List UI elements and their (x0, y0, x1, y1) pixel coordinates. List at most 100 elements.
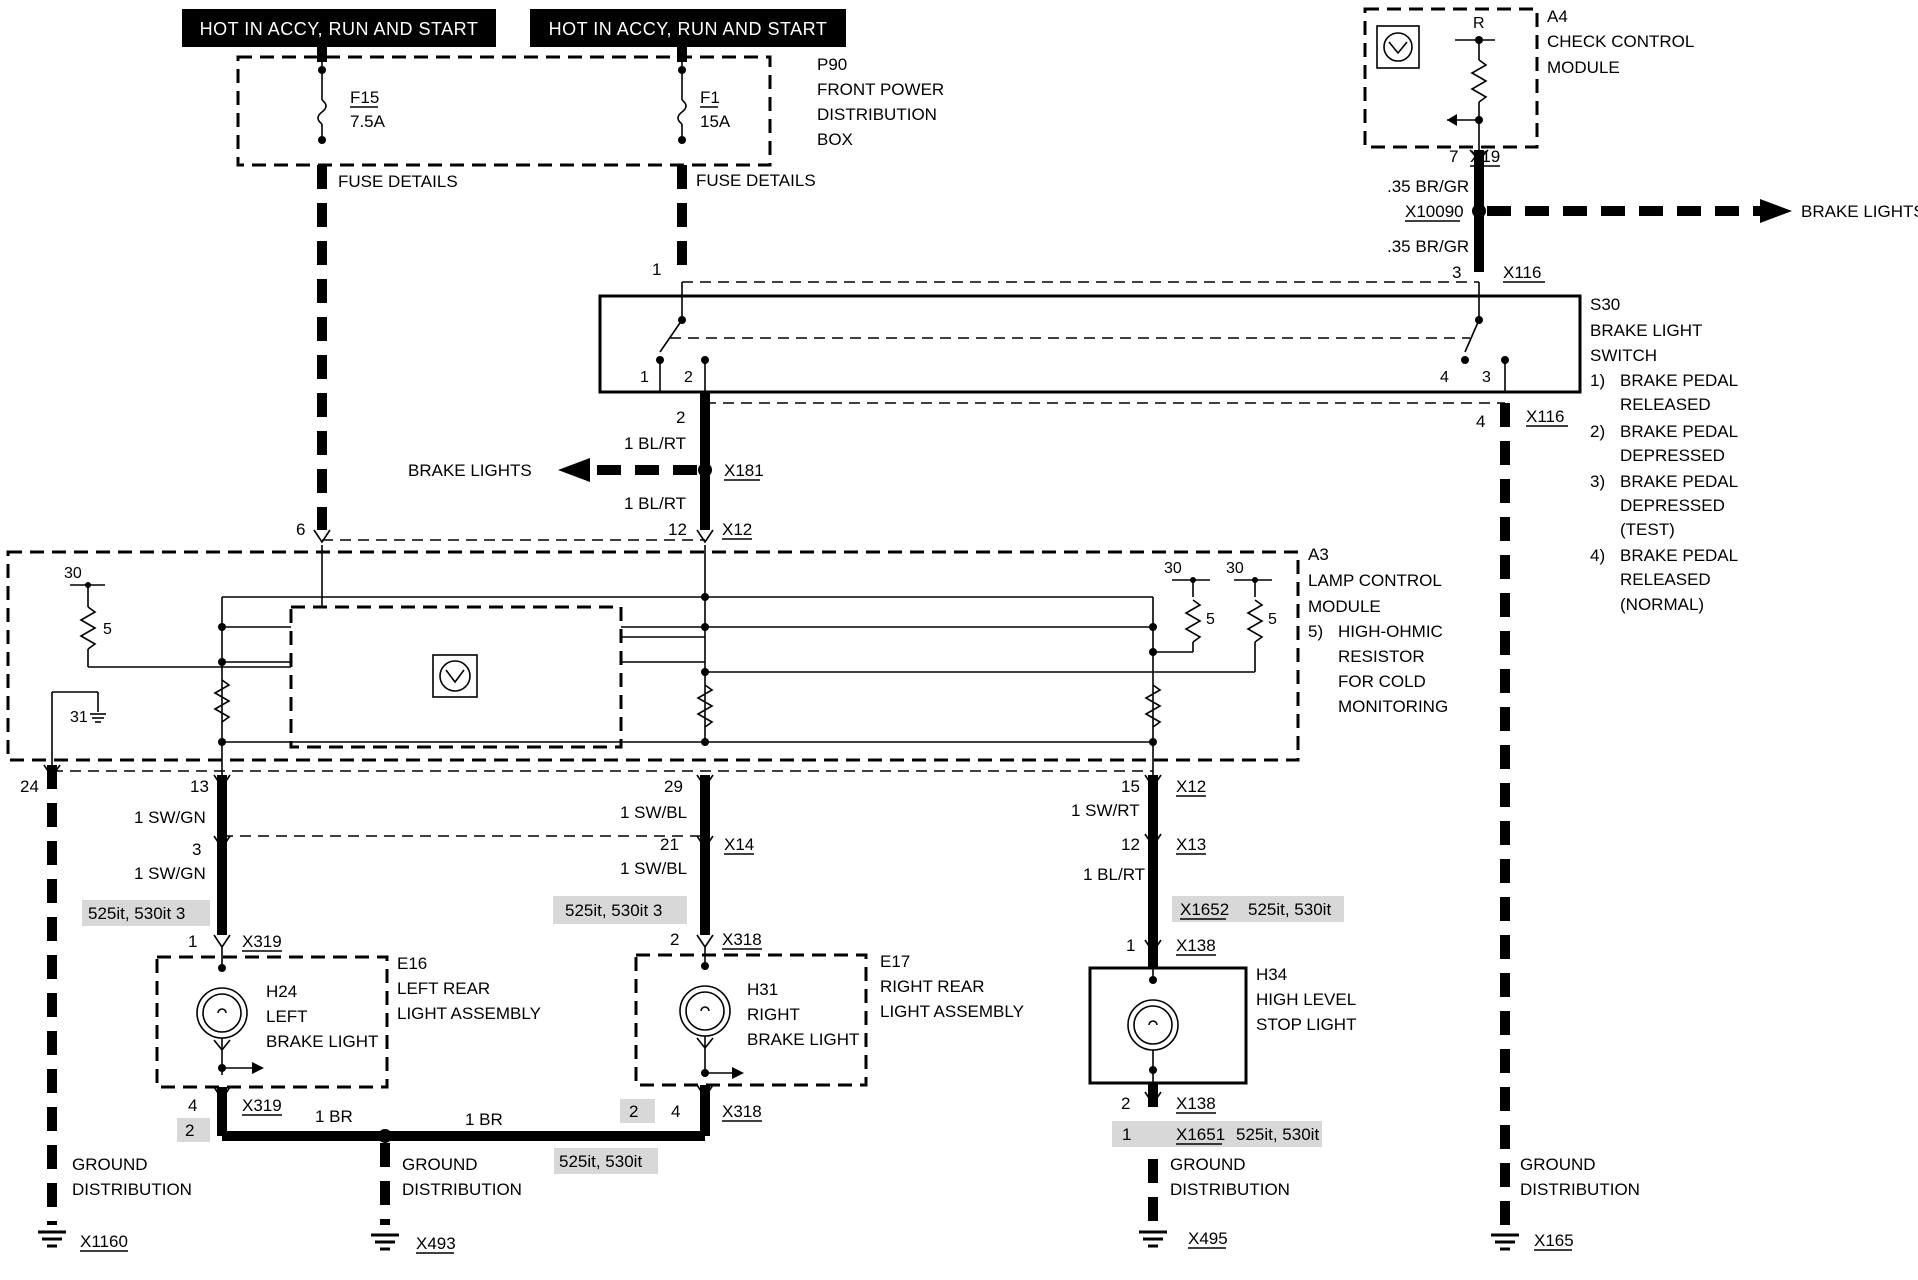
x10090-label: X10090 (1405, 202, 1464, 221)
col1-pin4: 4 (188, 1096, 197, 1115)
power-feed-right: HOT IN ACCY, RUN AND START (530, 9, 846, 47)
col2-x14: X14 (724, 835, 754, 854)
h34-high-level-stop-light: H34 HIGH LEVEL STOP LIGHT (1088, 965, 1356, 1085)
col2-x318-top: X318 (722, 930, 762, 949)
x116-bottom: X116 (1526, 407, 1564, 426)
col4-ground-2: DISTRIBUTION (1520, 1180, 1640, 1199)
s30-note-2-l1: BRAKE PEDAL (1620, 422, 1738, 441)
s30-brake-light-switch: 1 2 4 3 S30 BRAKE LIGHT SWITCH (598, 282, 1702, 394)
e16-name-2: LIGHT ASSEMBLY (397, 1004, 541, 1023)
mid-pin2: 2 (676, 408, 685, 427)
e17-h: H31 (747, 980, 778, 999)
col3-pin12: 12 (1121, 835, 1140, 854)
s30-pin4-out: 4 (1476, 412, 1485, 431)
hot-label-right: HOT IN ACCY, RUN AND START (549, 19, 828, 39)
col4-ground-1: GROUND (1520, 1155, 1596, 1174)
wire-35-brgr-1: .35 BR/GR (1387, 177, 1469, 196)
s30-note-1-l1: BRAKE PEDAL (1620, 371, 1738, 390)
mid-wire-2: 1 BL/RT (624, 494, 686, 513)
arrow-left-icon (558, 458, 590, 482)
col2-wire-1: 1 SW/BL (620, 803, 687, 822)
wire-35-brgr-2: .35 BR/GR (1387, 237, 1469, 256)
e16-code: E16 (397, 954, 427, 973)
a4-pin-r: R (1473, 15, 1485, 32)
s30-name-2: SWITCH (1590, 346, 1657, 365)
e17-right-rear-light-assembly: H31 RIGHT BRAKE LIGHT E17 RIGHT REAR LIG… (634, 947, 1024, 1087)
p90-name-2: DISTRIBUTION (817, 105, 937, 124)
splice-x181 (698, 463, 712, 477)
col1-pin1: 1 (188, 932, 197, 951)
s30-note-2-l2: DEPRESSED (1620, 446, 1725, 465)
s30-note-3-l1: BRAKE PEDAL (1620, 472, 1738, 491)
col1-shade: 525it, 530it 3 (88, 904, 185, 923)
a4-code: A4 (1547, 7, 1568, 26)
s30-note-4-l3: (NORMAL) (1620, 595, 1704, 614)
a3-note-num: 5) (1308, 622, 1323, 641)
ground-icon-x1160 (38, 1230, 66, 1248)
e16-left-rear-light-assembly: H24 LEFT BRAKE LIGHT E16 LEFT REAR LIGHT… (155, 947, 541, 1089)
e17-h-1: RIGHT (747, 1005, 800, 1024)
x116-top: X116 (1503, 263, 1541, 282)
s30-pin4: 4 (1440, 369, 1449, 386)
bus-ground-x: X493 (416, 1234, 456, 1253)
a3-note-4: MONITORING (1338, 697, 1448, 716)
a3-name-2: MODULE (1308, 597, 1381, 616)
a3-t31: 31 (70, 709, 88, 726)
splice-ground-x493 (378, 1129, 392, 1143)
a3-name-1: LAMP CONTROL (1308, 571, 1442, 590)
col3-pin1: 1 (1126, 936, 1135, 955)
a3-r5-a: 5 (1206, 611, 1215, 628)
a3-note-1: HIGH-OHMIC (1338, 622, 1443, 641)
col3-ground-2: DISTRIBUTION (1170, 1180, 1290, 1199)
col2-x318-bot: X318 (722, 1102, 762, 1121)
s30-note-1-l2: RELEASED (1620, 395, 1711, 414)
bus-ground-1: GROUND (402, 1155, 478, 1174)
col1-shade-bot: 2 (185, 1121, 194, 1140)
hot-label-left: HOT IN ACCY, RUN AND START (200, 19, 479, 39)
p90-name-3: BOX (817, 130, 853, 149)
a4-check-control-module: R A4 CHECK CONTROL MODULE 7 X19 (1363, 7, 1694, 167)
e16-h-2: BRAKE LIGHT (266, 1032, 378, 1051)
fuse-details-left: FUSE DETAILS (338, 172, 458, 191)
brake-lights-mid: BRAKE LIGHTS (408, 461, 532, 480)
a3-note-3: FOR COLD (1338, 672, 1426, 691)
s30-pin3-top: 3 (1452, 263, 1461, 282)
col2-pin4: 4 (671, 1102, 680, 1121)
s30-note-2-num: 2) (1590, 422, 1605, 441)
h34-code: H34 (1256, 965, 1287, 984)
col1-pin24: 24 (20, 777, 39, 796)
col1-pin13: 13 (190, 777, 209, 796)
col3-pin2: 2 (1121, 1094, 1130, 1113)
a3-note-2: RESISTOR (1338, 647, 1425, 666)
col3-x138-bot: X138 (1176, 1094, 1216, 1113)
e16-h-1: LEFT (266, 1007, 308, 1026)
mid-pin6: 6 (296, 520, 305, 539)
e17-code: E17 (880, 952, 910, 971)
ground-icon-x165 (1491, 1233, 1519, 1251)
e17-name-1: RIGHT REAR (880, 977, 985, 996)
col3-pin15: 15 (1121, 777, 1140, 796)
col1-x319-top: X319 (242, 932, 282, 951)
col3-shade: 525it, 530it (1248, 900, 1331, 919)
fuse-f1-amp: 15A (700, 112, 731, 131)
bus-wire-right: 1 BR (465, 1110, 503, 1129)
s30-note-1-num: 1) (1590, 371, 1605, 390)
a3-t30-a: 30 (1164, 560, 1182, 577)
a3-r5-left: 5 (103, 621, 112, 638)
s30-note-3-l3: (TEST) (1620, 520, 1675, 539)
col3-wire-1: 1 SW/RT (1071, 801, 1140, 820)
s30-notes: 1) BRAKE PEDAL RELEASED 2) BRAKE PEDAL D… (1590, 371, 1738, 614)
col3-x13: X13 (1176, 835, 1206, 854)
col3-x138-top: X138 (1176, 936, 1216, 955)
fuse-f15-amp: 7.5A (350, 112, 386, 131)
mid-x12: X12 (722, 520, 752, 539)
fuse-details-right: FUSE DETAILS (696, 171, 816, 190)
power-feed-left: HOT IN ACCY, RUN AND START (182, 9, 496, 47)
s30-code: S30 (1590, 295, 1620, 314)
a4-pin7: 7 (1449, 147, 1458, 166)
col2-shade-bot: 2 (629, 1102, 638, 1121)
ground-icon-x495 (1139, 1230, 1167, 1248)
col2-wire-2: 1 SW/BL (620, 859, 687, 878)
e17-h-2: BRAKE LIGHT (747, 1030, 859, 1049)
